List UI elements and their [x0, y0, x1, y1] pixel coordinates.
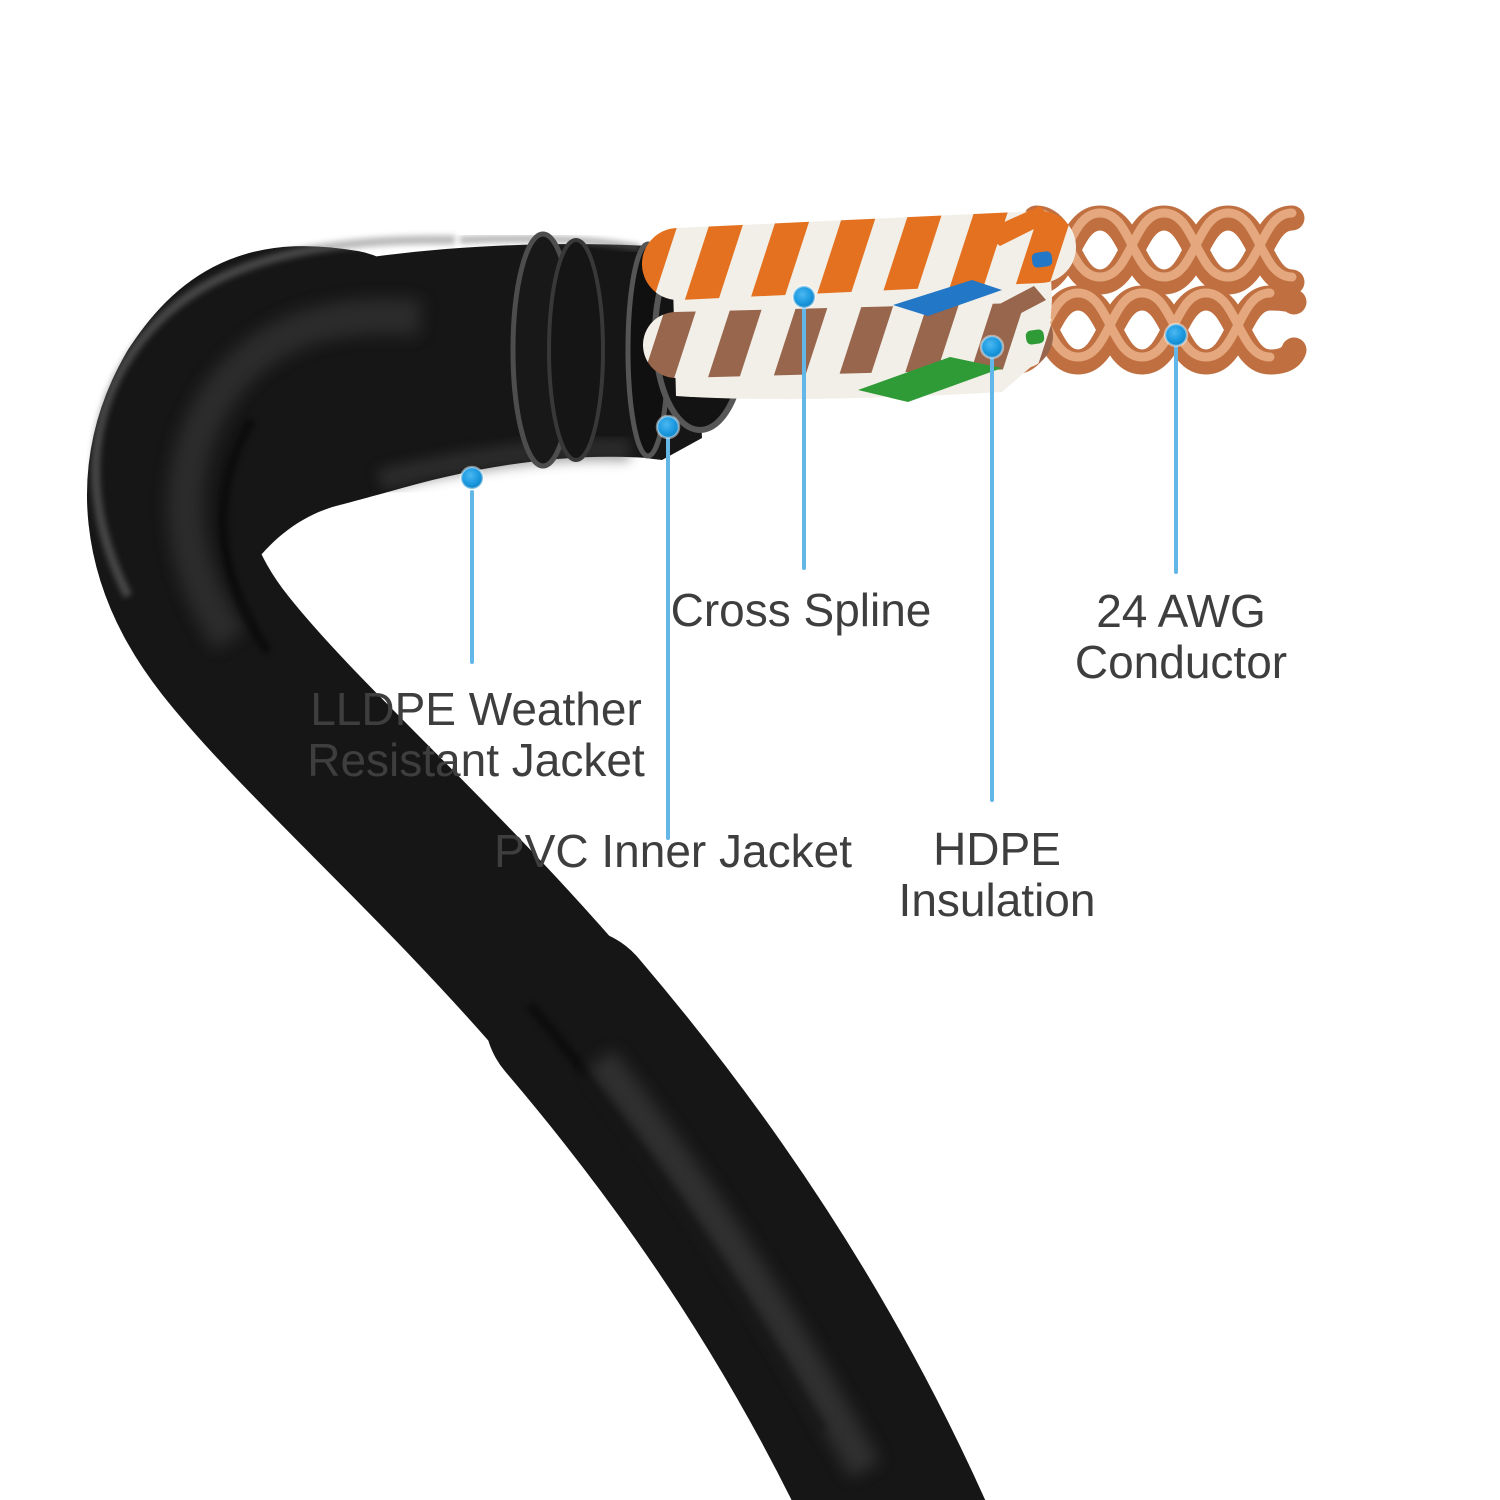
label-cross-spline-line1: Cross Spline	[670, 584, 932, 636]
twisted-pair-orange-white	[642, 211, 1076, 300]
label-hdpe-line2: Insulation	[898, 874, 1096, 926]
callout-dot-lldpe	[459, 465, 485, 491]
callout-dot-hdpe	[979, 334, 1005, 360]
label-hdpe-line1: HDPE	[933, 823, 1061, 875]
label-awg-line2: Conductor	[1074, 636, 1288, 688]
green-wire-tab	[1025, 329, 1045, 345]
twisted-pair-white-brown	[643, 303, 1053, 378]
brown-wire-tip	[992, 286, 1046, 322]
label-cross-spline: Cross Spline	[671, 585, 932, 636]
orange-wire-tip	[982, 206, 1052, 246]
leader-lines	[470, 306, 1178, 840]
callout-dots	[459, 284, 1189, 491]
label-awg-line1: 24 AWG	[1096, 585, 1266, 637]
blue-wire	[893, 280, 1002, 316]
label-lldpe-line2: Resistant Jacket	[307, 734, 645, 786]
label-awg-conductor: 24 AWG Conductor	[1075, 586, 1287, 688]
copper-pair-top	[1023, 205, 1305, 295]
callout-dot-cross-spline	[791, 284, 817, 310]
callout-dot-pvc	[655, 414, 681, 440]
copper-pair-bottom	[1001, 285, 1307, 375]
label-hdpe-insulation: HDPE Insulation	[899, 824, 1096, 926]
green-wire	[858, 357, 1002, 402]
label-pvc-inner-jacket: PVC Inner Jacket	[494, 826, 852, 877]
label-lldpe-jacket: LLDPE Weather Resistant Jacket	[307, 684, 644, 786]
cable-collar-ring	[510, 231, 605, 469]
callout-dot-awg	[1163, 322, 1189, 348]
blue-wire-tab	[1031, 251, 1053, 268]
jacket-sheen	[91, 235, 880, 1479]
label-lldpe-line1: LLDPE Weather	[310, 683, 642, 735]
label-pvc-line1: PVC Inner Jacket	[494, 825, 852, 877]
